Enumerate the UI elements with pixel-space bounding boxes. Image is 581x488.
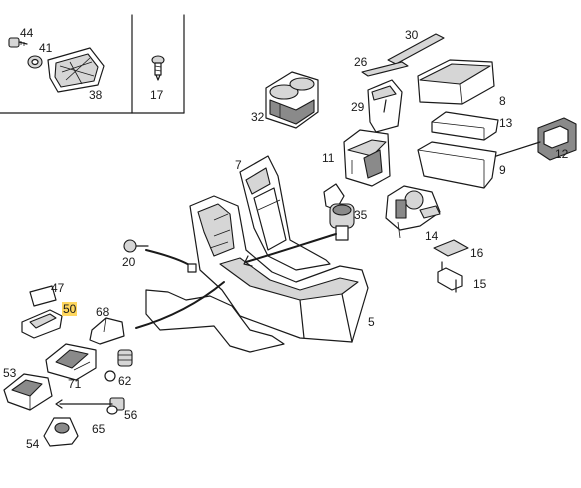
callout-13: 13 [499,116,513,130]
part-44-screw [8,37,28,48]
callout-29: 29 [351,100,365,114]
part-38-grille [47,47,105,93]
callout-62: 62 [118,374,132,388]
part-32-cupholder [265,71,319,129]
part-12-switch [483,117,577,163]
callout-71: 71 [68,377,82,391]
leader-lines [135,233,337,329]
part-7-frame [239,155,331,271]
part-5-console [189,195,369,343]
callout-11: 11 [322,151,335,165]
callout-68: 68 [96,305,110,319]
callout-38: 38 [89,88,103,102]
part-62-knob [104,349,133,382]
part-8-lid [417,59,495,105]
part-50-panel [21,309,63,339]
callout-54: 54 [26,437,40,451]
part-54-housing [43,417,79,447]
callout-8: 8 [499,94,506,108]
part-53-unit [3,373,53,411]
callout-50-highlighted: 50 [62,302,78,316]
part-16-pad [433,239,469,257]
part-71-unit [45,343,97,381]
callout-20: 20 [122,255,136,269]
part-68-cover [89,317,125,345]
part-41-clip [27,55,43,69]
part-30-strip [387,33,445,65]
part-20-clip [123,239,197,273]
part-26-strip [361,61,409,77]
callout-7: 7 [235,158,242,172]
callout-32: 32 [251,110,265,124]
part-17-screw [151,55,165,81]
callout-35: 35 [354,208,368,222]
callout-26: 26 [354,55,368,69]
part-65-bulb [106,405,118,415]
part-13-insert [431,111,499,141]
callout-41: 41 [39,41,53,55]
part-29-ashtray [367,79,403,133]
callout-5: 5 [368,315,375,329]
part-47-panel [29,285,57,307]
callout-44: 44 [20,26,34,40]
callout-17: 17 [150,88,164,102]
callout-15: 15 [473,277,487,291]
callout-53: 53 [3,366,17,380]
part-11-bracket [343,129,391,187]
callout-12: 12 [555,147,569,161]
callout-65: 65 [92,422,106,436]
part-9-tray [417,141,497,189]
callout-30: 30 [405,28,419,42]
callout-16: 16 [470,246,484,260]
callout-56: 56 [124,408,138,422]
floor-outline [145,289,285,353]
part-15-clip [437,261,463,293]
callout-14: 14 [425,229,439,243]
callout-9: 9 [499,163,506,177]
inset-frame [0,14,185,114]
part-35-lighter [323,183,355,241]
part-14-mechanism [385,185,441,239]
callout-47: 47 [51,281,65,295]
